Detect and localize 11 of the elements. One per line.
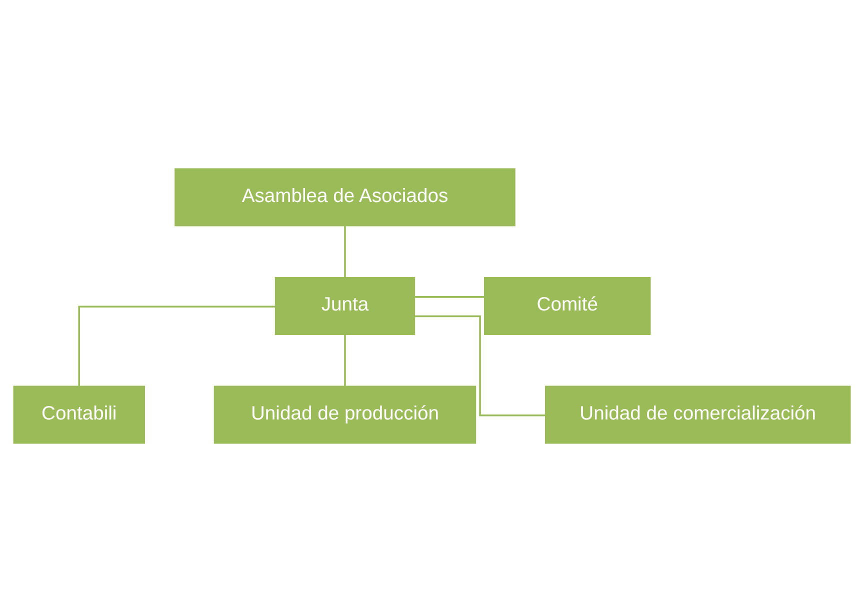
node-box: Comité — [484, 276, 651, 334]
connector — [414, 314, 546, 416]
node-box: Contabili — [13, 385, 145, 444]
node-box: Asamblea de Asociados — [174, 168, 516, 226]
connector — [78, 305, 276, 386]
connector — [344, 334, 346, 386]
node-box: Junta — [274, 276, 416, 334]
node-box: Unidad de comercialización — [545, 385, 851, 444]
connector — [344, 225, 346, 277]
node-box: Unidad de producción — [214, 385, 476, 444]
connector — [414, 296, 484, 298]
